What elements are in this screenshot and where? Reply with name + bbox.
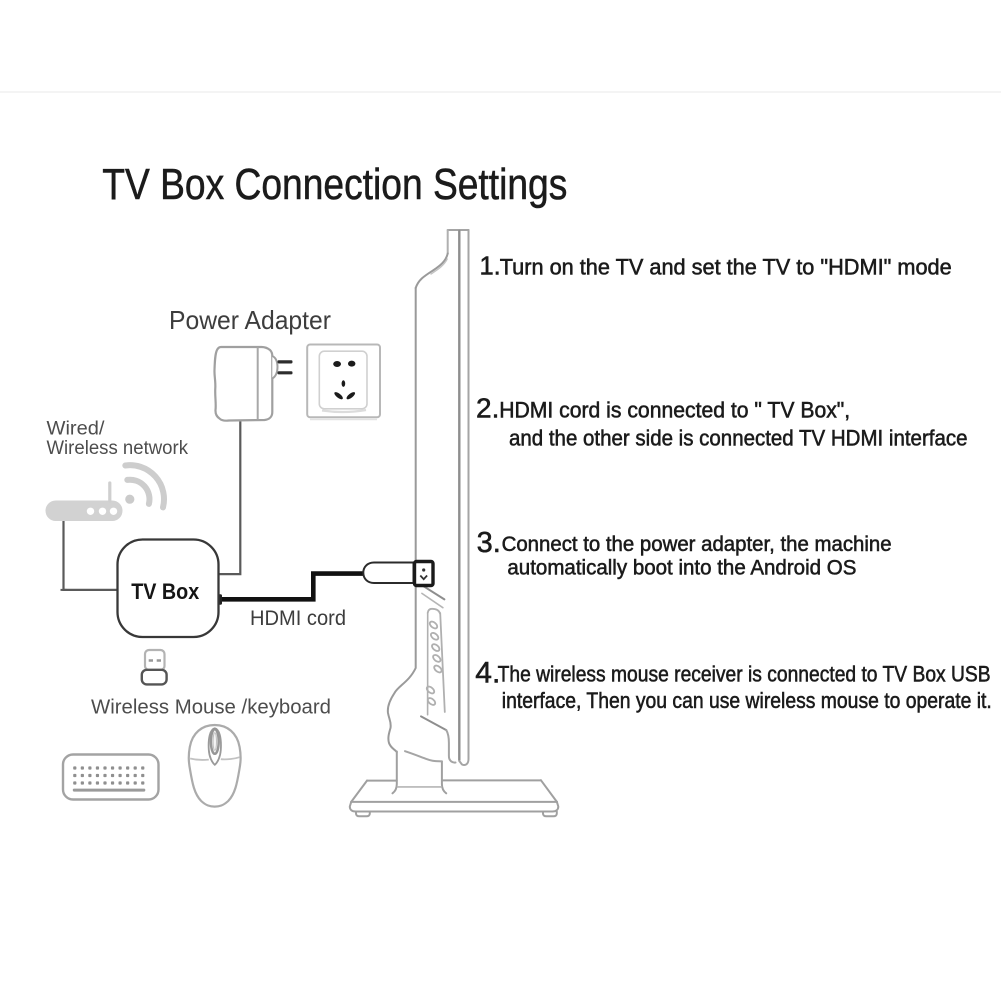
svg-text:3.: 3. [477, 527, 501, 559]
svg-text:HDMI cord: HDMI cord [250, 607, 346, 630]
svg-text:Connect to the power adapter,: Connect to the power adapter, the machin… [502, 532, 892, 556]
svg-text:1.: 1. [480, 253, 501, 281]
svg-text:HDMI cord is connected to " TV: HDMI cord is connected to " TV Box", [499, 398, 850, 423]
svg-text:Wireless Mouse /keyboard: Wireless Mouse /keyboard [91, 696, 331, 719]
svg-text:2.: 2. [476, 393, 499, 424]
svg-text:The wireless mouse receiver is: The wireless mouse receiver is connected… [498, 662, 991, 687]
svg-text:4.: 4. [475, 657, 500, 690]
svg-text:automatically boot into the An: automatically boot into the Android OS [507, 556, 856, 580]
svg-text:interface, Then you can use wi: interface, Then you can use wireless mou… [502, 688, 992, 713]
svg-text:TV Box: TV Box [131, 579, 200, 604]
svg-text:Wireless network: Wireless network [47, 437, 189, 459]
svg-text:Power Adapter: Power Adapter [169, 305, 331, 335]
svg-text:and the other side is connecte: and the other side is connected TV HDMI … [509, 426, 968, 451]
svg-text:Turn on the TV and set the TV: Turn on the TV and set the TV to "HDMI" … [500, 255, 952, 280]
svg-text:TV Box Connection Settings: TV Box Connection Settings [102, 160, 567, 209]
svg-text:Wired/: Wired/ [47, 418, 106, 440]
